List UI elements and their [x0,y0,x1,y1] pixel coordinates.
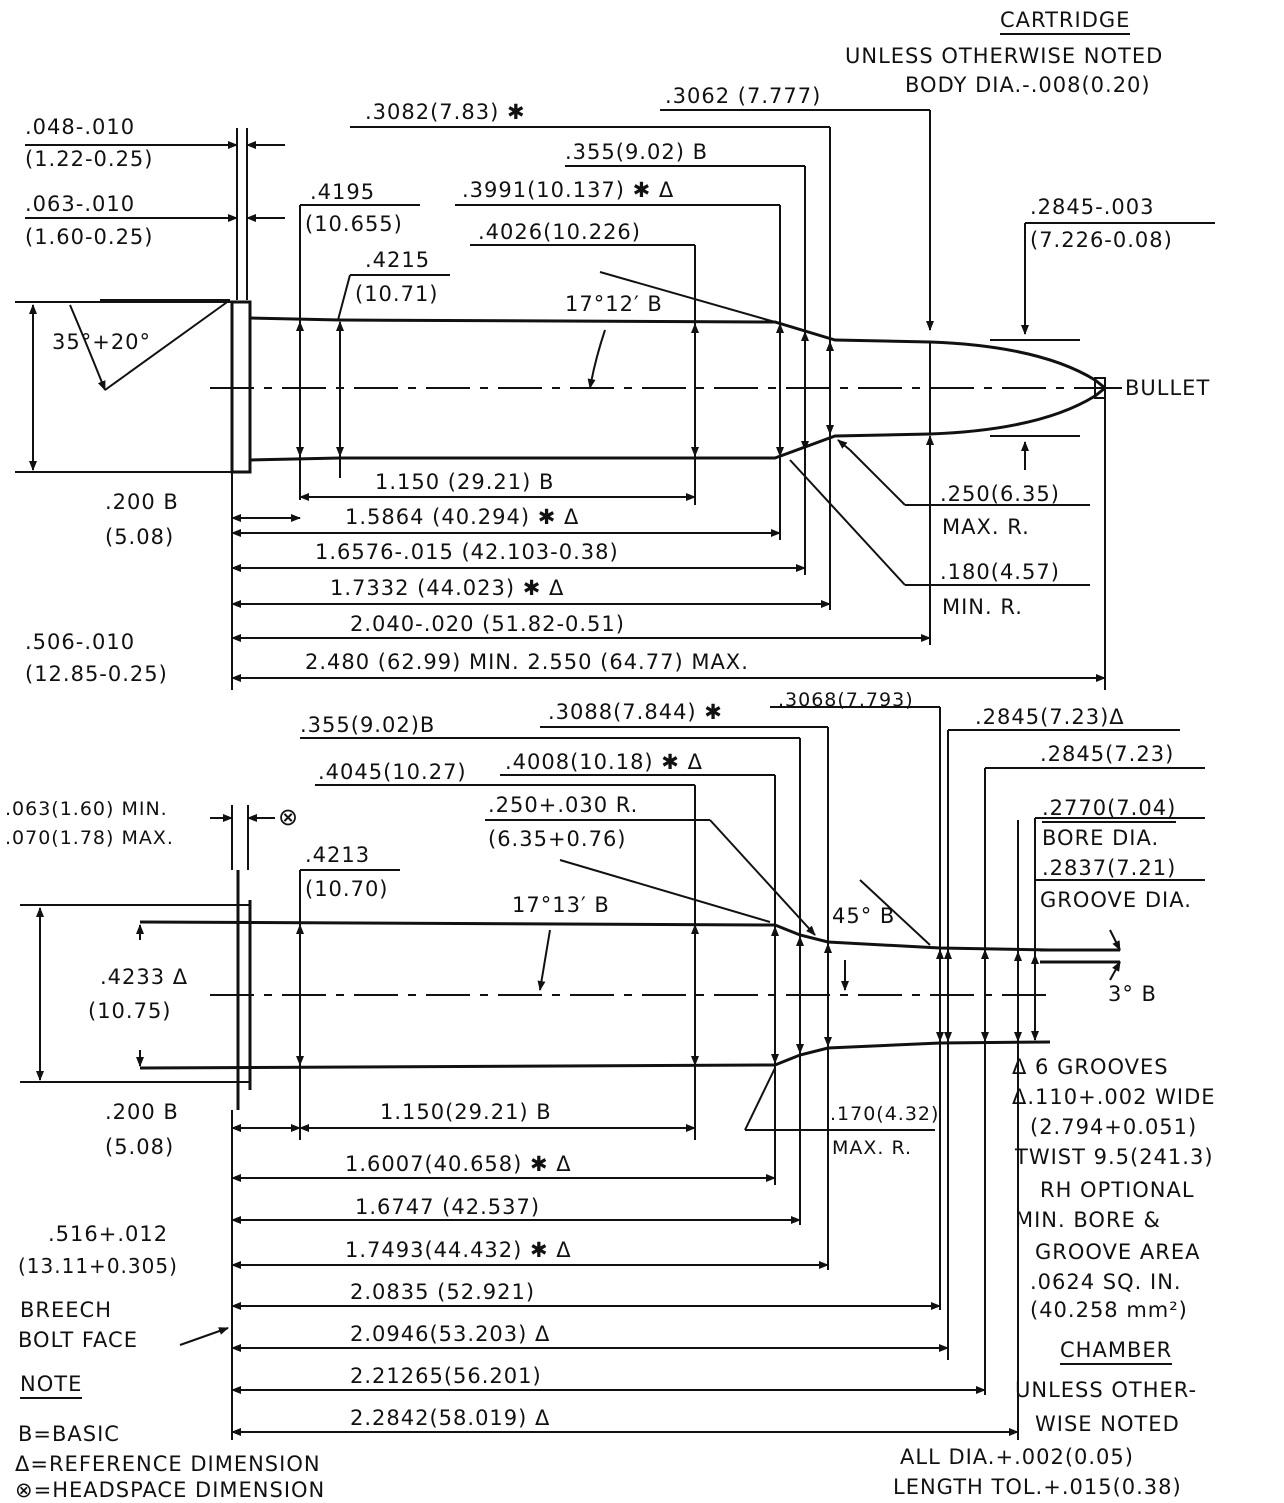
chamber-headspace-symbol: ⊗ [278,803,300,831]
cartridge-extractor-groove-mm: (1.60-0.25) [25,225,154,249]
cartridge-note-body-dia: BODY DIA.-.008(0.20) [905,73,1151,97]
cartridge-length-shoulder: 1.5864 (40.294) ✱ Δ [345,505,580,529]
cartridge-length-neck: 1.7332 (44.023) ✱ Δ [330,576,565,600]
chamber-length-200-mm: (5.08) [105,1135,175,1159]
cartridge-note-unless: UNLESS OTHERWISE NOTED [845,44,1164,68]
chamber-note-unless-2: WISE NOTED [1035,1412,1180,1436]
chamber-grooves-note-7: GROOVE AREA [1035,1240,1201,1264]
chamber-neck-dia-2: .3068(7.793) [778,689,914,711]
chamber-radius-170-value: .170(4.32) [830,1103,940,1125]
chamber-body-dia-base: .4045(10.27) [318,760,467,784]
chamber-grooves-note-1: Δ 6 GROOVES [1012,1055,1169,1079]
chamber-title: CHAMBER [1060,1338,1173,1365]
chamber-headspace-min: .063(1.60) MIN. [5,798,168,820]
cartridge-radius-max-label: MAX. R. [942,515,1030,539]
chamber-rim-recess-in: .4233 Δ [100,965,189,989]
chamber-rim-dia-mm: (13.11+0.305) [18,1254,178,1278]
chamber-taper-angle: 17°13′ B [512,893,610,917]
chamber-shoulder-radius-in: .250+.030 R. [488,793,639,817]
chamber-groove-dia-label: GROOVE DIA. [1040,888,1192,912]
chamber-base-dia-mm: (10.70) [305,877,389,901]
chamber-length-2: 1.6747 (42.537) [355,1195,541,1219]
cartridge-rim-dia-in: .506-.010 [25,630,136,654]
cartridge-length-200-mm: (5.08) [105,525,175,549]
cartridge-bullet-dia-mm: (7.226-0.08) [1030,228,1173,252]
cartridge-outline [210,300,1110,474]
cartridge-bullet-dia-in: .2845-.003 [1030,195,1155,219]
legend-title: NOTE [20,1372,83,1399]
cartridge-bullet-label: BULLET [1125,376,1211,400]
chamber-headspace-max: .070(1.78) MAX. [5,827,174,849]
chamber-shoulder-dia: .3088(7.844) ✱ [548,700,723,724]
cartridge-length-case: 2.040-.020 (51.82-0.51) [350,612,625,636]
chamber-grooves-note-3: (2.794+0.051) [1030,1115,1198,1139]
cartridge-rim-dia-mm: (12.85-0.25) [25,662,168,686]
chamber-dimension-lines [20,706,1205,1440]
chamber-breech-label: BREECH [20,1298,112,1322]
chamber-length-5: 2.0946(53.203) Δ [350,1322,551,1346]
cartridge-base-dia-mm: (10.71) [355,282,439,306]
cartridge-base-dia-in: .4215 [365,248,431,272]
legend-basic: B=BASIC [18,1422,120,1446]
cartridge-neck-dia: .3062 (7.777) [665,84,822,108]
chamber-shoulder-angle: 45° B [832,904,896,928]
chamber-note-unless-1: UNLESS OTHER- [1015,1378,1198,1402]
cartridge-shoulder-dia: .3082(7.83) ✱ [365,100,526,124]
chamber-grooves-note-5: RH OPTIONAL [1040,1178,1195,1202]
chamber-length-7: 2.2842(58.019) Δ [350,1406,551,1430]
cartridge-extractor-groove-in: .063-.010 [25,192,136,216]
cartridge-radius-min-value: .180(4.57) [940,560,1060,584]
chamber-rim-recess-mm: (10.75) [88,999,172,1023]
chamber-bore-dia-value: .2770(7.04) [1042,796,1177,823]
chamber-bore-dia-label: BORE DIA. [1042,826,1160,850]
chamber-grooves-note-6: MIN. BORE & [1015,1208,1161,1232]
legend-reference: Δ=REFERENCE DIMENSION [15,1452,321,1476]
chamber-base-dia-in: .4213 [305,843,371,867]
cartridge-length-body: 1.150 (29.21) B [375,470,555,494]
cartridge-length-200-in: .200 B [105,490,179,514]
chamber-bolt-face-label: BOLT FACE [18,1328,138,1352]
cartridge-title: CARTRIDGE [1000,8,1131,35]
cartridge-body-dia: .4026(10.226) [478,220,641,244]
cartridge-radius-max-value: .250(6.35) [940,482,1060,506]
chamber-length-3: 1.7493(44.432) ✱ Δ [345,1238,572,1262]
chamber-outline [139,870,1120,1110]
chamber-shoulder-radius-mm: (6.35+0.76) [488,827,627,851]
chamber-radius-170-label: MAX. R. [832,1137,913,1159]
cartridge-rim-angle: 35°+20° [52,330,152,354]
cartridge-shoulder-base-dia: .3991(10.137) ✱ Δ [462,178,675,202]
chamber-grooves-note-4: TWIST 9.5(241.3) [1015,1145,1214,1169]
chamber-rim-dia-in: .516+.012 [48,1222,169,1246]
chamber-length-200-in: .200 B [105,1100,179,1124]
chamber-body-dia-front: .4008(10.18) ✱ Δ [505,750,703,774]
chamber-groove-dia-value: .2837(7.21) [1042,856,1177,880]
chamber-leade-angle: 3° B [1108,982,1157,1006]
cartridge-rim-thickness-mm: (1.22-0.25) [25,147,154,171]
legend-headspace: ⊗=HEADSPACE DIMENSION [15,1478,326,1502]
chamber-length-1: 1.6007(40.658) ✱ Δ [345,1152,572,1176]
chamber-length-body: 1.150(29.21) B [380,1100,552,1124]
chamber-length-6: 2.21265(56.201) [350,1364,542,1388]
chamber-tolerance-dia: ALL DIA.+.002(0.05) [900,1445,1134,1469]
cartridge-groove-dia-mm: (10.655) [305,212,403,236]
cartridge-rim-thickness-in: .048-.010 [25,115,136,139]
chamber-grooves-note-2: Δ.110+.002 WIDE [1012,1085,1216,1109]
cartridge-dimension-lines [15,109,1215,690]
chamber-grooves-note-9: (40.258 mm²) [1030,1298,1188,1322]
chamber-freebore-dia-ref: .2845(7.23)Δ [975,705,1125,729]
chamber-length-4: 2.0835 (52.921) [350,1280,536,1304]
chamber-neck-dia: .355(9.02)B [300,713,436,737]
cartridge-length-overall: 2.480 (62.99) MIN. 2.550 (64.77) MAX. [305,650,749,674]
cartridge-groove-dia-in: .4195 [310,180,376,204]
chamber-freebore-dia: .2845(7.23) [1040,742,1175,766]
chamber-tolerance-length: LENGTH TOL.+.015(0.38) [893,1475,1182,1499]
chamber-grooves-note-8: .0624 SQ. IN. [1030,1270,1182,1294]
cartridge-radius-min-label: MIN. R. [942,595,1023,619]
cartridge-length-neck-start: 1.6576-.015 (42.103-0.38) [315,540,619,564]
cartridge-neck-base-dia: .355(9.02) B [565,140,708,164]
cartridge-taper-angle: 17°12′ B [565,292,663,316]
